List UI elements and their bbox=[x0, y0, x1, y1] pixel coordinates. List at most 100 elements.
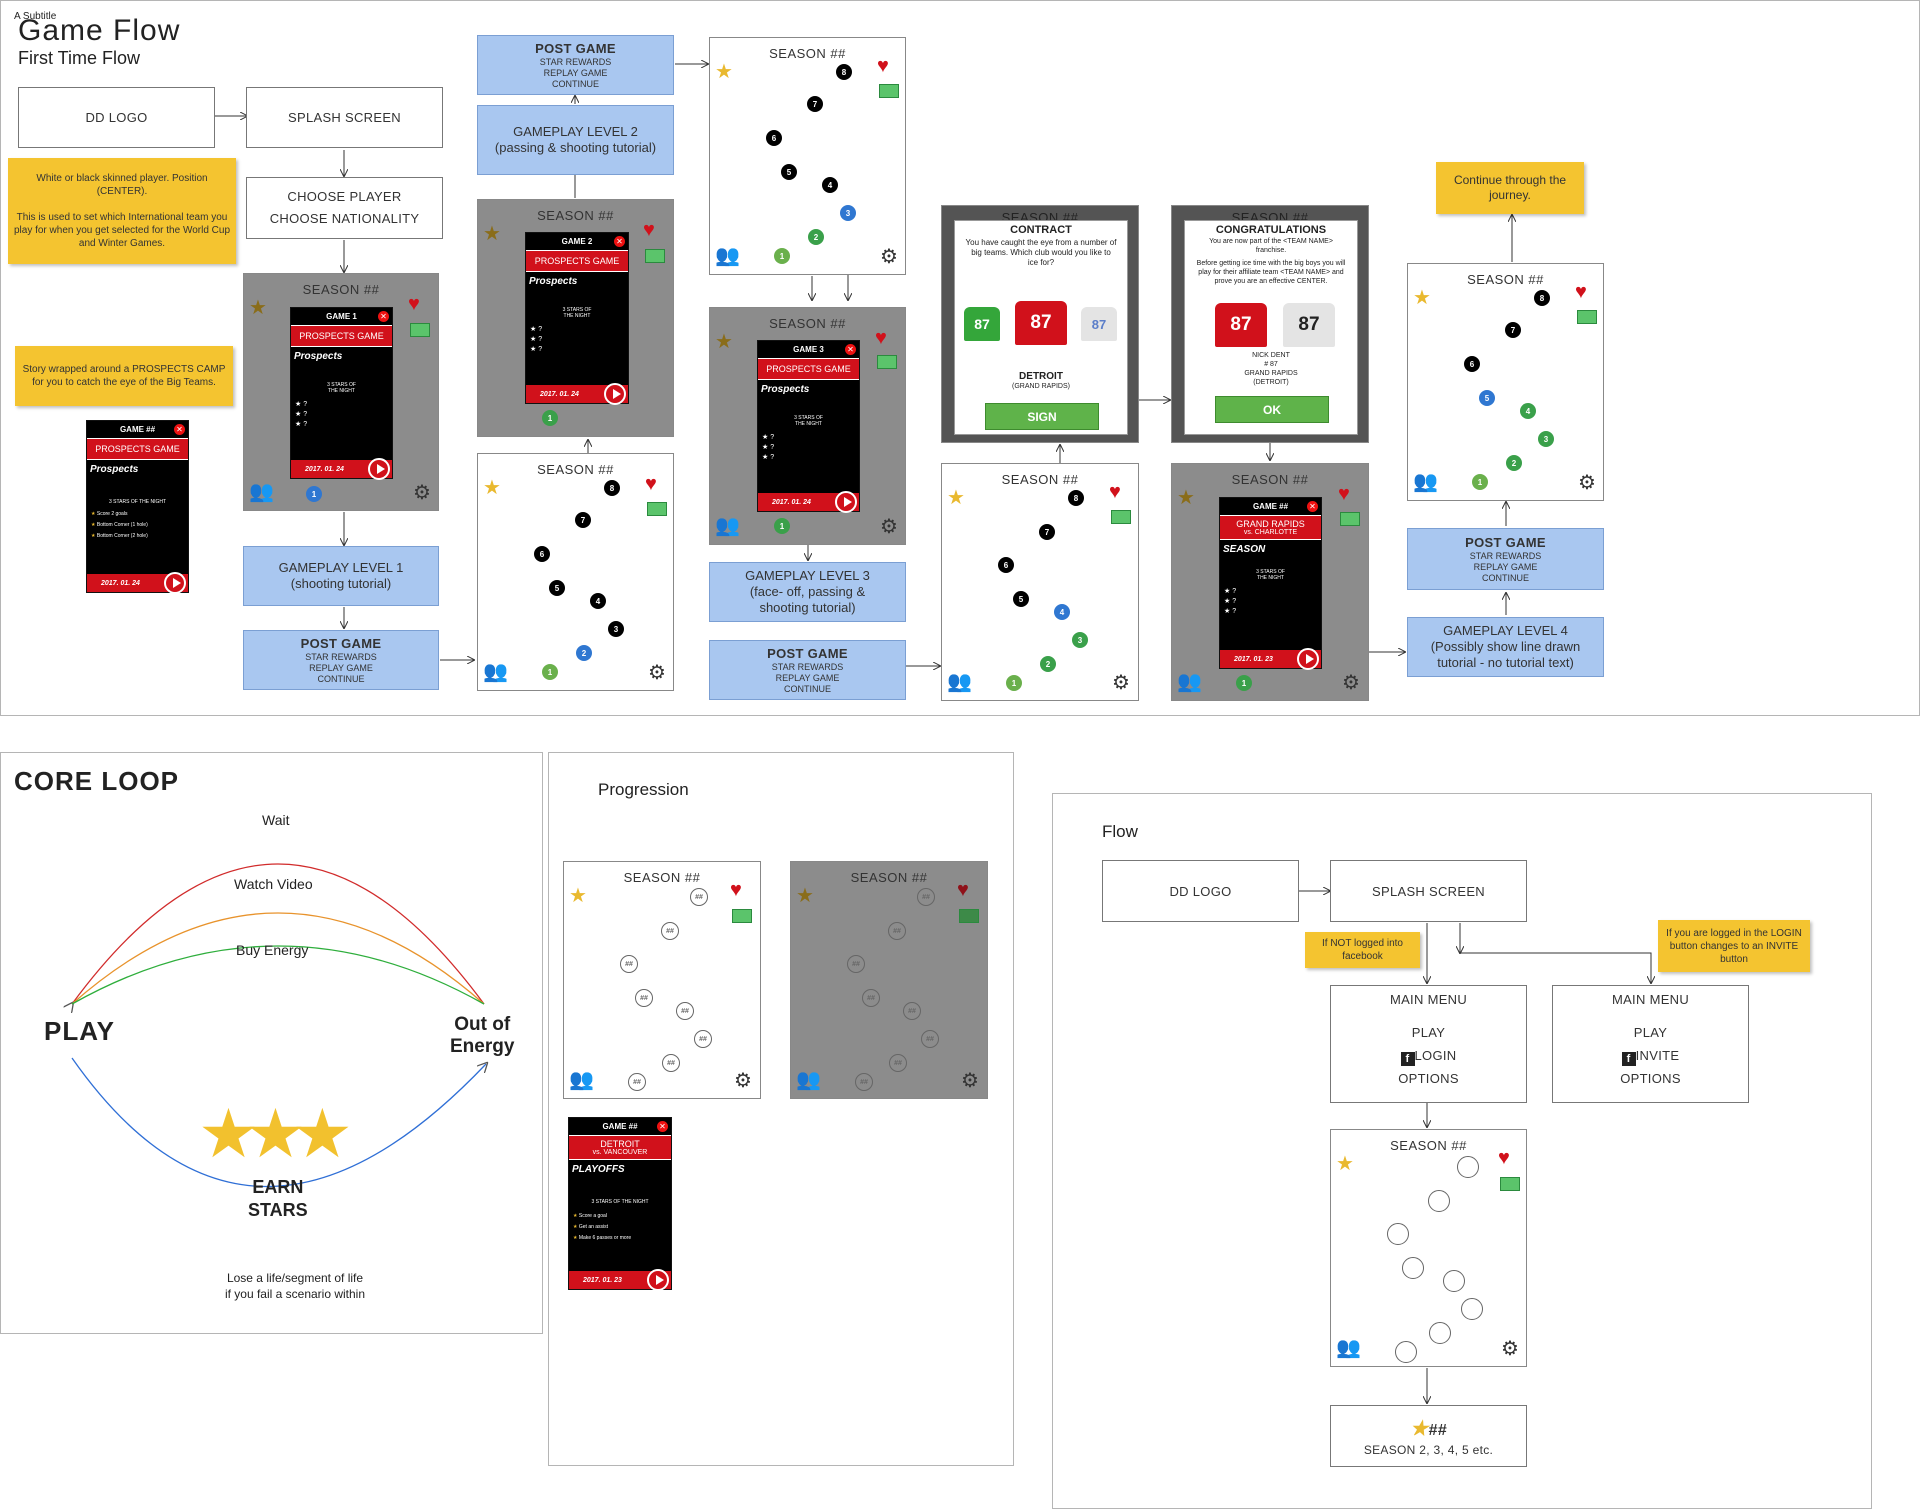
level-dot[interactable]: ## bbox=[847, 955, 865, 973]
level-dot[interactable]: 4 bbox=[1054, 604, 1070, 620]
level-dot[interactable]: 4 bbox=[590, 593, 606, 609]
level-dot[interactable]: ## bbox=[888, 922, 906, 940]
level-dot[interactable]: 7 bbox=[575, 512, 591, 528]
level-dot[interactable]: 2 bbox=[1040, 656, 1056, 672]
play-button[interactable] bbox=[604, 383, 626, 405]
level-dot[interactable]: 5 bbox=[1479, 390, 1495, 406]
cash-icon[interactable] bbox=[1577, 310, 1597, 324]
gear-icon[interactable]: ⚙ bbox=[648, 662, 666, 684]
level-dot[interactable]: 1 bbox=[774, 248, 790, 264]
close-icon[interactable]: ✕ bbox=[174, 424, 185, 435]
level-dot[interactable]: 6 bbox=[766, 130, 782, 146]
level-dot[interactable]: 7 bbox=[1505, 322, 1521, 338]
level-dot[interactable]: ## bbox=[620, 955, 638, 973]
level-dot[interactable] bbox=[1387, 1223, 1409, 1245]
close-icon[interactable]: ✕ bbox=[845, 344, 856, 355]
gear-icon[interactable]: ⚙ bbox=[1578, 472, 1596, 494]
level-dot[interactable]: 1 bbox=[1006, 675, 1022, 691]
gear-icon[interactable]: ⚙ bbox=[880, 516, 898, 538]
level-dot[interactable]: 2 bbox=[808, 229, 824, 245]
team-icon[interactable]: 👥 bbox=[569, 1069, 594, 1091]
jersey-red[interactable]: 87 bbox=[1015, 301, 1067, 345]
menu-play[interactable]: PLAY bbox=[1633, 1025, 1668, 1040]
level-dot[interactable]: ## bbox=[662, 1054, 680, 1072]
play-button[interactable] bbox=[164, 572, 186, 594]
level-dot[interactable] bbox=[1402, 1257, 1424, 1279]
level-dot[interactable]: 1 bbox=[542, 664, 558, 680]
level-dot[interactable]: 8 bbox=[836, 64, 852, 80]
game-card-2[interactable]: GAME 2 ✕ PROSPECTS GAME Prospects 3 STAR… bbox=[525, 232, 629, 405]
level-dot[interactable]: ## bbox=[628, 1073, 646, 1091]
cash-icon[interactable] bbox=[879, 84, 899, 98]
menu-play[interactable]: PLAY bbox=[1411, 1025, 1446, 1040]
level-dot[interactable]: ## bbox=[661, 922, 679, 940]
level-dot[interactable]: 3 bbox=[1538, 431, 1554, 447]
cash-icon[interactable] bbox=[645, 249, 665, 263]
close-icon[interactable]: ✕ bbox=[1307, 501, 1318, 512]
team-icon[interactable]: 👥 bbox=[715, 245, 740, 267]
team-icon[interactable]: 👥 bbox=[249, 481, 274, 503]
team-icon[interactable]: 👥 bbox=[483, 661, 508, 683]
level-dot[interactable]: ## bbox=[889, 1054, 907, 1072]
level-dot[interactable]: 6 bbox=[998, 557, 1014, 573]
heart-icon[interactable]: ♥ bbox=[1109, 481, 1121, 503]
level-dot[interactable]: 8 bbox=[1534, 290, 1550, 306]
level-dot[interactable]: 1 bbox=[1236, 675, 1252, 691]
team-icon[interactable]: 👥 bbox=[947, 671, 972, 693]
level-dot[interactable]: 4 bbox=[822, 177, 838, 193]
cash-icon[interactable] bbox=[959, 909, 979, 923]
game-card-playoffs[interactable]: GAME ## ✕ DETROIT vs. VANCOUVER PLAYOFFS… bbox=[568, 1117, 672, 1291]
gear-icon[interactable]: ⚙ bbox=[413, 482, 431, 504]
team-icon[interactable]: 👥 bbox=[1177, 671, 1202, 693]
gear-icon[interactable]: ⚙ bbox=[961, 1070, 979, 1092]
level-dot[interactable]: ## bbox=[690, 888, 708, 906]
level-dot[interactable]: 5 bbox=[781, 164, 797, 180]
heart-icon[interactable]: ♥ bbox=[645, 473, 657, 495]
heart-icon[interactable]: ♥ bbox=[1498, 1147, 1510, 1169]
level-dot[interactable]: ## bbox=[917, 888, 935, 906]
game-card-3[interactable]: GAME 3 ✕ PROSPECTS GAME Prospects 3 STAR… bbox=[757, 340, 860, 513]
jersey-green[interactable]: 87 bbox=[964, 307, 1000, 341]
heart-icon[interactable]: ♥ bbox=[1338, 483, 1350, 505]
level-dot[interactable]: 5 bbox=[549, 580, 565, 596]
heart-icon[interactable]: ♥ bbox=[408, 293, 420, 315]
gear-icon[interactable]: ⚙ bbox=[1501, 1338, 1519, 1360]
level-dot[interactable]: 1 bbox=[774, 518, 790, 534]
play-button[interactable] bbox=[835, 491, 857, 513]
heart-icon[interactable]: ♥ bbox=[877, 55, 889, 77]
level-dot[interactable]: 5 bbox=[1013, 591, 1029, 607]
menu-options[interactable]: OPTIONS bbox=[1620, 1071, 1681, 1086]
level-dot[interactable]: 1 bbox=[542, 410, 558, 426]
play-button[interactable] bbox=[647, 1269, 669, 1291]
heart-icon[interactable]: ♥ bbox=[875, 327, 887, 349]
level-dot[interactable]: ## bbox=[903, 1002, 921, 1020]
close-icon[interactable]: ✕ bbox=[657, 1121, 668, 1132]
level-dot[interactable]: ## bbox=[862, 989, 880, 1007]
level-dot[interactable] bbox=[1428, 1190, 1450, 1212]
jersey-white[interactable]: 87 bbox=[1081, 307, 1117, 341]
game-card-4[interactable]: GAME ## ✕ GRAND RAPIDS vs. CHARLOTTE SEA… bbox=[1219, 497, 1322, 670]
menu-options[interactable]: OPTIONS bbox=[1398, 1071, 1459, 1086]
heart-icon[interactable]: ♥ bbox=[643, 219, 655, 241]
level-dot[interactable]: 7 bbox=[1039, 524, 1055, 540]
heart-icon[interactable]: ♥ bbox=[1575, 281, 1587, 303]
level-dot[interactable]: 1 bbox=[306, 486, 322, 502]
team-icon[interactable]: 👥 bbox=[715, 515, 740, 537]
level-dot[interactable]: 2 bbox=[1506, 455, 1522, 471]
cash-icon[interactable] bbox=[1111, 510, 1131, 524]
level-dot[interactable]: 6 bbox=[1464, 356, 1480, 372]
close-icon[interactable]: ✕ bbox=[378, 311, 389, 322]
close-icon[interactable]: ✕ bbox=[614, 236, 625, 247]
cash-icon[interactable] bbox=[1340, 512, 1360, 526]
level-dot[interactable]: 8 bbox=[604, 480, 620, 496]
level-dot[interactable]: 3 bbox=[840, 205, 856, 221]
level-dot[interactable] bbox=[1443, 1270, 1465, 1292]
team-icon[interactable]: 👥 bbox=[1413, 471, 1438, 493]
level-dot[interactable]: ## bbox=[855, 1073, 873, 1091]
level-dot[interactable]: ## bbox=[694, 1030, 712, 1048]
team-icon[interactable]: 👥 bbox=[796, 1069, 821, 1091]
level-dot[interactable]: ## bbox=[921, 1030, 939, 1048]
game-card-1[interactable]: GAME 1 ✕ PROSPECTS GAME Prospects 3 STAR… bbox=[290, 307, 393, 480]
